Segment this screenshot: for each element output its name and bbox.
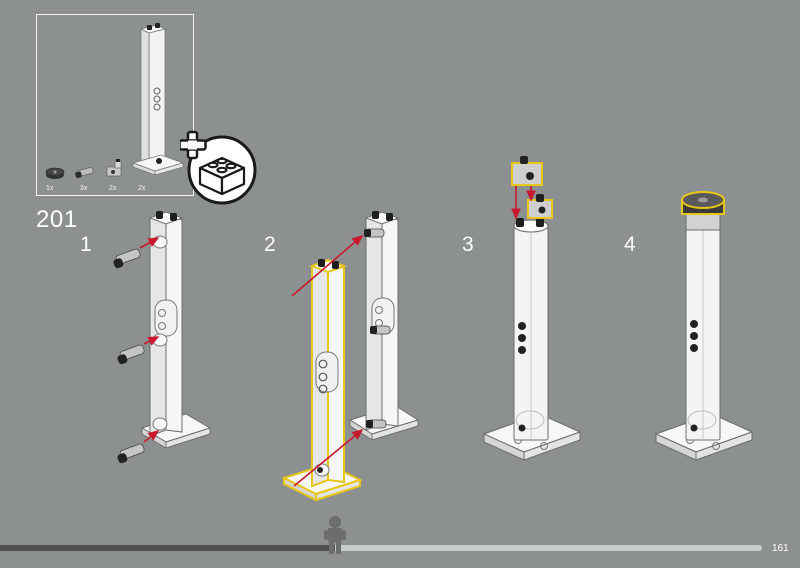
round-tile-2x2-icon [45,167,65,179]
substep-number-3: 3 [462,233,474,256]
substep-number-4: 4 [624,233,636,256]
axle-pin-icon [75,167,94,179]
parts-list-box: 1x 3x 2x 2x [36,14,194,196]
plus-icon [180,130,207,160]
page-number: 161 [772,543,789,554]
parts-qty-4: 2x [138,185,146,192]
parts-qty-3: 2x [109,185,117,192]
substep-4-illustration [654,191,754,461]
substep-3-illustration [482,156,582,461]
parts-list-drawing [45,23,185,179]
axle-pin-icon [117,344,145,365]
axle-pin-icon [113,248,141,269]
build-illustration [113,156,754,502]
round-tile-2x2-icon [681,191,725,215]
brick-2x2-icon [198,156,246,196]
axle-pin-icon [117,443,145,464]
page-progress-fill [0,545,335,551]
highlighted-column [281,258,363,502]
bracket-icon [106,159,122,177]
minifigure-progress-icon [324,516,346,554]
substep-number-2: 2 [264,233,276,256]
substep-1-illustration [113,211,212,464]
substep-number-1: 1 [80,233,92,256]
parts-qty-2: 3x [80,185,88,192]
step-number: 201 [36,206,78,233]
bracket-icon [527,194,553,219]
page-progress-bar [0,545,762,551]
column-brick-icon [131,23,185,176]
bracket-icon [511,156,543,186]
parts-qty-1: 1x [46,185,54,192]
add-brick-badge-icon [180,130,257,205]
substep-2-illustration [281,211,420,502]
